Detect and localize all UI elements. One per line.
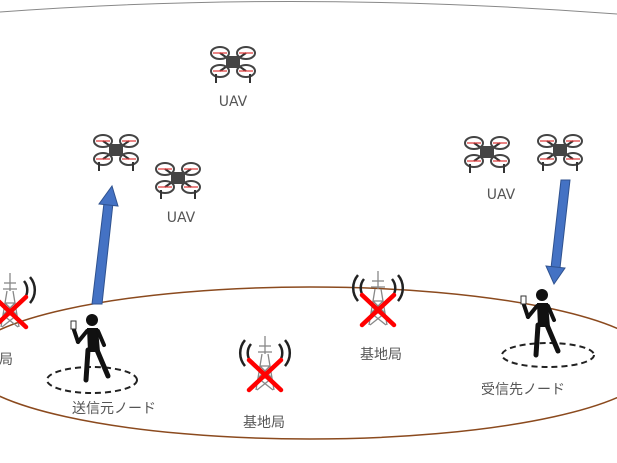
uav-icon xyxy=(93,134,139,172)
base-station-label: 局 xyxy=(0,352,13,368)
destination-person-icon xyxy=(521,289,558,355)
base-station-label: 基地局 xyxy=(243,415,285,431)
source-person-icon xyxy=(71,314,108,380)
uplink-arrow xyxy=(91,184,119,305)
source-node-area xyxy=(46,366,138,394)
uav-icon xyxy=(210,46,256,84)
source-node-label: 送信元ノード xyxy=(72,401,156,417)
destination-node-label: 受信先ノード xyxy=(481,382,565,398)
base-station-failed-icon xyxy=(353,271,403,325)
coverage-ellipse xyxy=(0,286,617,440)
uav-label: UAV xyxy=(166,210,196,226)
top-boundary-line xyxy=(0,0,617,15)
uav-icon xyxy=(537,134,583,172)
base-station-failed-icon xyxy=(240,336,290,390)
base-station-label: 基地局 xyxy=(360,347,402,363)
destination-node-area xyxy=(501,342,595,368)
uav-icon xyxy=(464,136,510,174)
uav-icon xyxy=(155,162,201,200)
uav-label: UAV xyxy=(218,94,248,110)
downlink-arrow xyxy=(545,179,571,286)
uav-label: UAV xyxy=(486,187,516,203)
